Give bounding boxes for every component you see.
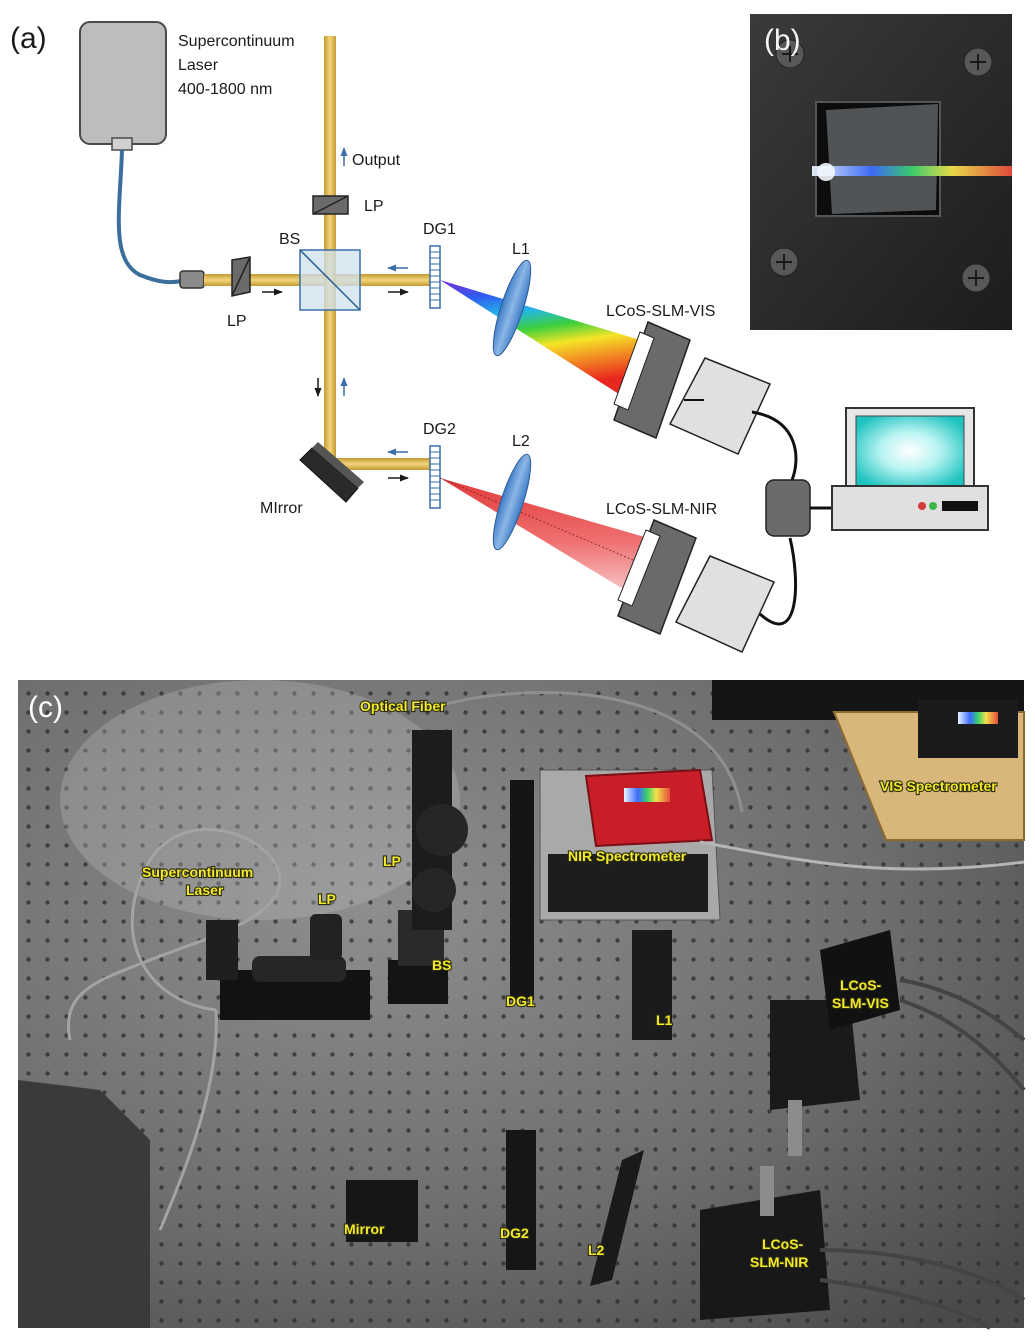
- table-reflection: [60, 680, 460, 920]
- vis-spectrometer-label-strip: [958, 712, 998, 724]
- lens-l1: [492, 259, 532, 357]
- panel-a-label: (a): [10, 22, 47, 55]
- lp-left-label: LP: [227, 313, 247, 330]
- photo-label-lp-1: LP: [318, 891, 336, 907]
- computer: [831, 407, 989, 531]
- grating-dg1: [429, 245, 441, 309]
- photo-label-l1: L1: [656, 1012, 673, 1028]
- l1-mount: [632, 930, 672, 1040]
- laser-label-line1: Supercontinuum: [178, 33, 295, 50]
- panel-c-label: (c): [28, 691, 63, 724]
- lp-mount: [310, 914, 342, 960]
- laser-port: [111, 137, 133, 151]
- slm-vis-cable-2: [899, 998, 1026, 1092]
- slm-nir-stage: [700, 1190, 830, 1320]
- nir-spectrometer: [584, 768, 714, 848]
- schematic-panel: (a) Supercontinuum Laser 400-1800 nm LP …: [10, 21, 989, 653]
- photo-label-optical-fiber: Optical Fiber: [360, 698, 446, 714]
- fiber-cable: [116, 149, 183, 285]
- grating-dg2: [429, 445, 441, 509]
- mirror: [299, 442, 364, 503]
- spectrometer-cable: [699, 840, 1025, 871]
- slm-vis-cable-1: [899, 978, 1026, 1042]
- dispersed-beam-vis: [440, 280, 640, 396]
- dg2-label: DG2: [423, 421, 456, 438]
- bs-label: BS: [279, 231, 300, 248]
- slm-vis-head: [820, 930, 900, 1030]
- l1-label: L1: [512, 241, 530, 258]
- photo-label-mirror: Mirror: [344, 1221, 385, 1237]
- slm-nir-label: LCoS-SLM-NIR: [606, 501, 717, 518]
- mirror-mount: [346, 1180, 418, 1242]
- screw-top-left: [775, 39, 805, 69]
- photo-label-bs: BS: [432, 957, 451, 973]
- panel-b-label: (b): [764, 24, 801, 57]
- fiber-collimator: [179, 270, 205, 289]
- photo-label-slm-vis-line2: SLM-VIS: [832, 995, 889, 1011]
- dg1-label: DG1: [423, 221, 456, 238]
- slm-chip: [826, 104, 938, 214]
- photo-label-slm-nir-line2: SLM-NIR: [750, 1254, 808, 1270]
- photo-label-dg1: DG1: [506, 993, 535, 1009]
- vis-spectrometer: [918, 700, 1018, 758]
- photo-label-lp-2: LP: [383, 853, 401, 869]
- spectrometer-stand: [548, 854, 708, 912]
- laser-box: [79, 21, 167, 145]
- photo-label-dg2: DG2: [500, 1225, 529, 1241]
- lp-rotation-mount: [416, 804, 468, 856]
- lab-photo-panel: (c) Optical Fiber VIS Spectrometer NIR S…: [18, 680, 1026, 1330]
- mirror-label: MIrror: [260, 500, 303, 517]
- dispersed-beam-nir: [440, 478, 648, 592]
- slm-nir-cable-1: [819, 1248, 1026, 1302]
- photo-label-l2: L2: [588, 1242, 605, 1258]
- slm-vis: [613, 320, 772, 455]
- photo-label-laser-line1: Supercontinuum: [142, 864, 253, 880]
- corner-enclosure: [18, 1080, 150, 1328]
- slm-nir: [617, 519, 776, 653]
- beam-horizontal-lower: [324, 458, 436, 470]
- cable-nir: [758, 537, 798, 626]
- dg1-post: [510, 780, 534, 1000]
- screw-bottom-right: [961, 263, 991, 293]
- screw-top-right: [963, 47, 993, 77]
- screw-bottom-left: [769, 247, 799, 277]
- nir-beam-center: [439, 477, 641, 564]
- lp-tube: [252, 956, 346, 982]
- polarizer-top: [312, 195, 349, 215]
- photo-label-laser-line2: Laser: [186, 882, 224, 898]
- laser-label-line3: 400-1800 nm: [178, 81, 272, 98]
- controller-hub: [765, 479, 811, 537]
- slm-vis-label: LCoS-SLM-VIS: [606, 303, 715, 320]
- laser-mount: [206, 920, 238, 980]
- lp-rotation-mount-2: [412, 868, 456, 912]
- polarizer-left: [231, 256, 251, 297]
- photo-label-slm-vis-line1: LCoS-: [840, 977, 882, 993]
- l2-mount: [590, 1150, 644, 1286]
- bs-base: [388, 960, 448, 1004]
- beam-splitter: [299, 249, 361, 311]
- laser-fiber: [67, 828, 282, 1041]
- output-label: Output: [352, 152, 401, 169]
- lens-l2: [492, 453, 532, 551]
- slm-photo-panel: (b): [750, 14, 1012, 330]
- l2-label: L2: [512, 433, 530, 450]
- photo-label-vis-spectrometer: VIS Spectrometer: [880, 778, 997, 794]
- slm-light-spot: [817, 163, 835, 181]
- cable-vis: [751, 410, 798, 481]
- laser-label-line2: Laser: [178, 57, 219, 74]
- nir-spectrometer-label-strip: [624, 788, 670, 802]
- photo-label-nir-spectrometer: NIR Spectrometer: [568, 848, 687, 864]
- dg2-post: [506, 1130, 536, 1270]
- slm-vis-micrometer: [788, 1100, 802, 1156]
- lp-top-label: LP: [364, 198, 384, 215]
- slm-nir-cable-2: [819, 1278, 992, 1330]
- photo-label-slm-nir-line1: LCoS-: [762, 1236, 804, 1252]
- laser-fiber-lower: [158, 1009, 218, 1231]
- slm-nir-micrometer: [760, 1166, 774, 1216]
- slm-light-slit: [812, 166, 1012, 176]
- optical-fiber-cable: [439, 691, 744, 813]
